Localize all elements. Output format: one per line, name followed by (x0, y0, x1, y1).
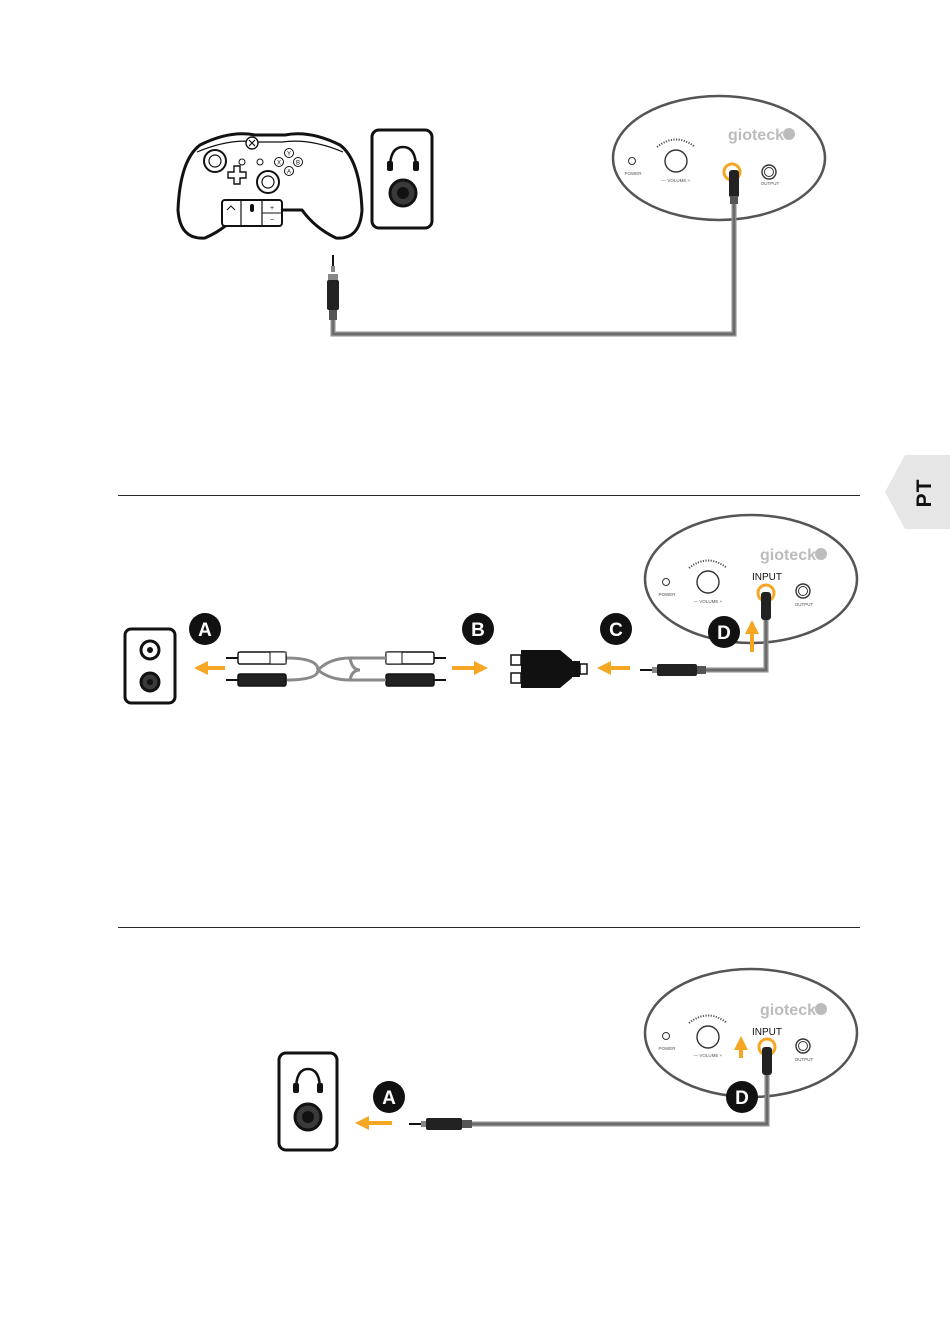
step-badge-a: A (373, 1081, 405, 1113)
step-badge-d: D (708, 616, 740, 648)
svg-text:A: A (198, 620, 212, 641)
svg-text:B: B (471, 620, 485, 641)
input-label: INPUT (752, 1027, 782, 1038)
rca-port-box (125, 629, 175, 703)
svg-text:D: D (735, 1088, 749, 1109)
svg-text:D: D (717, 623, 731, 644)
gioteck-amp-device: gioteck POWER — VOLUME + OUTPUT (613, 96, 825, 220)
power-label: POWER (658, 1046, 676, 1051)
diagram-rca-connection: gioteck INPUT POWER — VOLUME + OUTPUT A … (0, 480, 950, 920)
output-label: OUTPUT (795, 1057, 814, 1062)
rca-to-jack-adapter (511, 650, 587, 688)
xbox-controller-illustration: Y X B A + − (178, 134, 362, 238)
svg-text:A: A (382, 1088, 396, 1109)
svg-text:B: B (296, 161, 300, 167)
svg-text:X: X (277, 161, 281, 167)
svg-text:+: + (270, 205, 274, 212)
svg-text:−: − (270, 217, 274, 224)
step-badge-c: C (600, 613, 632, 645)
power-label: POWER (658, 592, 676, 597)
svg-text:A: A (287, 170, 291, 176)
svg-text:C: C (609, 620, 623, 641)
diagram-headset-connection: gioteck INPUT POWER — VOLUME + OUTPUT A … (0, 920, 950, 1339)
power-label: POWER (624, 171, 642, 176)
step-badge-b: B (462, 613, 494, 645)
input-label: INPUT (752, 572, 782, 583)
svg-text:Y: Y (287, 152, 291, 158)
device-brand: gioteck (728, 127, 784, 144)
volume-label: — VOLUME + (694, 599, 723, 604)
headset-port-box (372, 130, 432, 228)
headset-port-box (279, 1053, 337, 1150)
output-label: OUTPUT (761, 181, 780, 186)
volume-label: — VOLUME + (694, 1053, 723, 1058)
output-label: OUTPUT (795, 602, 814, 607)
step-badge-a: A (189, 613, 221, 645)
rca-cable (226, 652, 446, 686)
step-badge-d: D (726, 1081, 758, 1113)
device-brand: gioteck (760, 1002, 816, 1019)
gioteck-amp-device: gioteck INPUT POWER — VOLUME + OUTPUT (645, 969, 857, 1097)
volume-label: — VOLUME + (662, 178, 691, 183)
device-brand: gioteck (760, 547, 816, 564)
diagram-controller-connection: Y X B A + − gioteck POWER — VOLUME + OUT… (0, 0, 950, 480)
